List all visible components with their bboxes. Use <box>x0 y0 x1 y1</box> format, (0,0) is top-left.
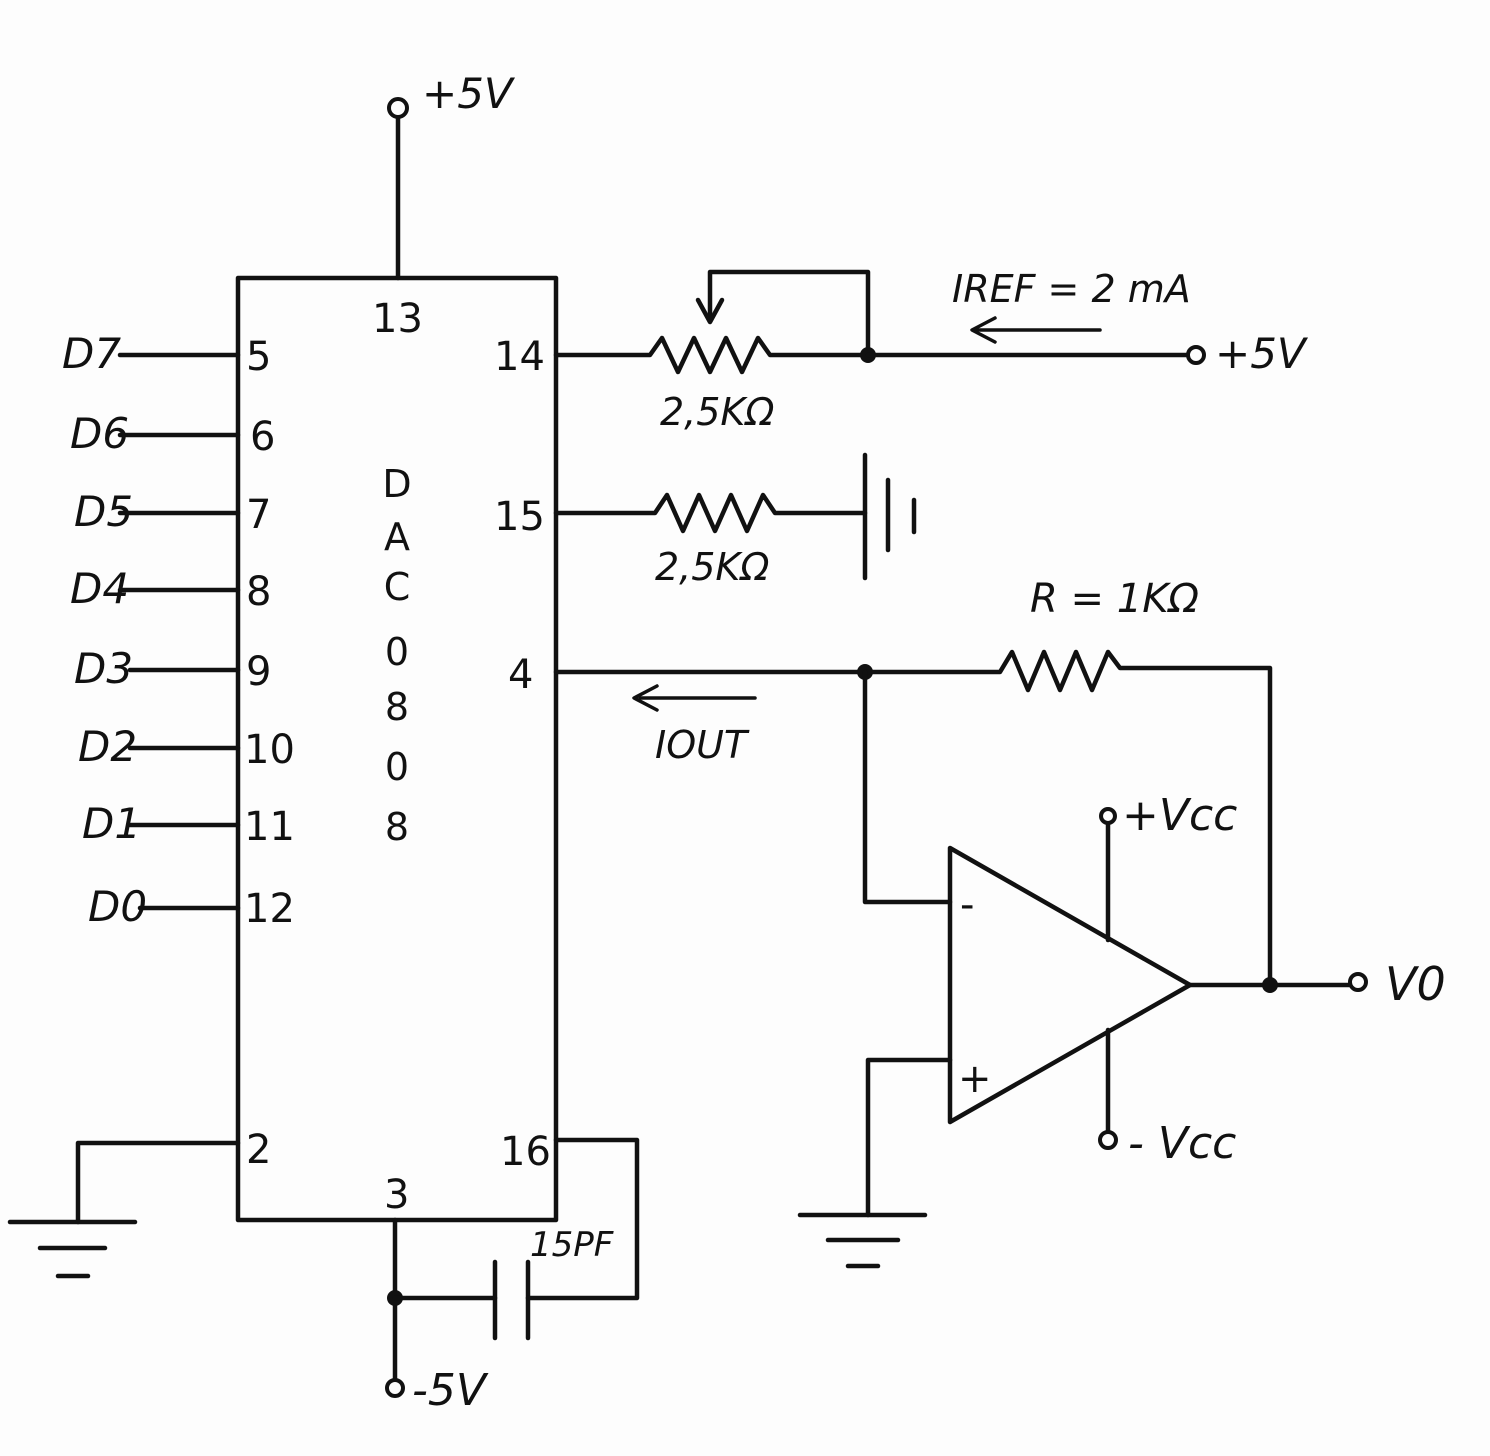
input-label-d7: D7 <box>62 329 121 378</box>
pin-13: 13 <box>372 296 423 342</box>
input-label-d1: D1 <box>82 799 141 848</box>
label-minus5v: -5V <box>412 1365 489 1416</box>
iout-arrow-icon <box>632 684 659 712</box>
pin-3: 3 <box>384 1172 409 1218</box>
chip-letter-4: 0 <box>385 630 409 674</box>
label-plus5v-ref: +5V <box>1215 329 1309 378</box>
label-rf: R = 1KΩ <box>1030 576 1199 622</box>
iref-arrow-icon <box>970 316 997 344</box>
input-label-d6: D6 <box>70 409 129 458</box>
op-amp-triangle <box>947 845 1193 1125</box>
pin-2: 2 <box>246 1127 271 1173</box>
terminal-vcc-pos <box>1099 807 1117 825</box>
label-vcc-neg: - Vcc <box>1128 1118 1236 1169</box>
terminal-plus5v-ref <box>1186 345 1206 365</box>
wire-cap-pin16 <box>525 1137 640 1301</box>
resistor-pin15-2k5 <box>553 492 868 534</box>
wire-pin2-ground <box>75 1140 241 1225</box>
label-iref: IREF = 2 mA <box>952 267 1191 311</box>
pin-8: 8 <box>246 569 271 615</box>
input-label-d0: D0 <box>88 882 147 931</box>
potentiometer-2k5 <box>553 335 871 375</box>
label-r15-value: 2,5KΩ <box>655 545 769 589</box>
label-vcc-pos: +Vcc <box>1122 790 1237 841</box>
pin-14: 14 <box>494 334 545 380</box>
pin-10: 10 <box>244 727 295 773</box>
label-plus5v-top: +5V <box>422 69 516 118</box>
pin-6: 6 <box>250 414 275 460</box>
terminal-vcc-neg <box>1098 1130 1118 1150</box>
input-label-d2: D2 <box>78 722 137 771</box>
pin-11: 11 <box>244 804 295 850</box>
chip-letter-7: 8 <box>385 805 409 849</box>
op-amp-plus-sign: + <box>958 1056 992 1102</box>
pot-wiper-arrow-icon <box>695 297 725 325</box>
chip-letter-2: A <box>384 515 410 559</box>
chip-letter-6: 0 <box>385 745 409 789</box>
feedback-resistor-1k <box>862 649 1273 988</box>
label-cap-value: 15PF <box>530 1225 614 1265</box>
op-amp-minus-sign: - <box>960 882 974 928</box>
pin-7: 7 <box>246 492 271 538</box>
chip-letter-3: C <box>384 565 411 609</box>
terminal-minus5v <box>385 1378 405 1398</box>
terminal-plus5v-top <box>387 97 409 119</box>
pin-12: 12 <box>244 886 295 932</box>
label-pot-value: 2,5KΩ <box>660 390 774 434</box>
chip-letter-1: D <box>382 462 411 506</box>
terminal-vout <box>1348 972 1368 992</box>
pin-4: 4 <box>508 652 533 698</box>
junction-output <box>1262 977 1278 993</box>
wire-inverting-input <box>862 669 953 905</box>
pin-9: 9 <box>246 649 271 695</box>
input-label-d4: D4 <box>70 564 129 613</box>
wire-noninverting-ground <box>865 1057 953 1218</box>
input-label-d3: D3 <box>74 644 133 693</box>
pin-15: 15 <box>494 494 545 540</box>
wire-pot-wiper <box>707 269 871 358</box>
label-iout: IOUT <box>655 723 750 767</box>
pin-5: 5 <box>246 334 271 380</box>
pin-16: 16 <box>500 1129 551 1175</box>
input-label-d5: D5 <box>74 487 133 536</box>
chip-letter-5: 8 <box>385 685 409 729</box>
label-vout: V0 <box>1385 957 1446 1011</box>
